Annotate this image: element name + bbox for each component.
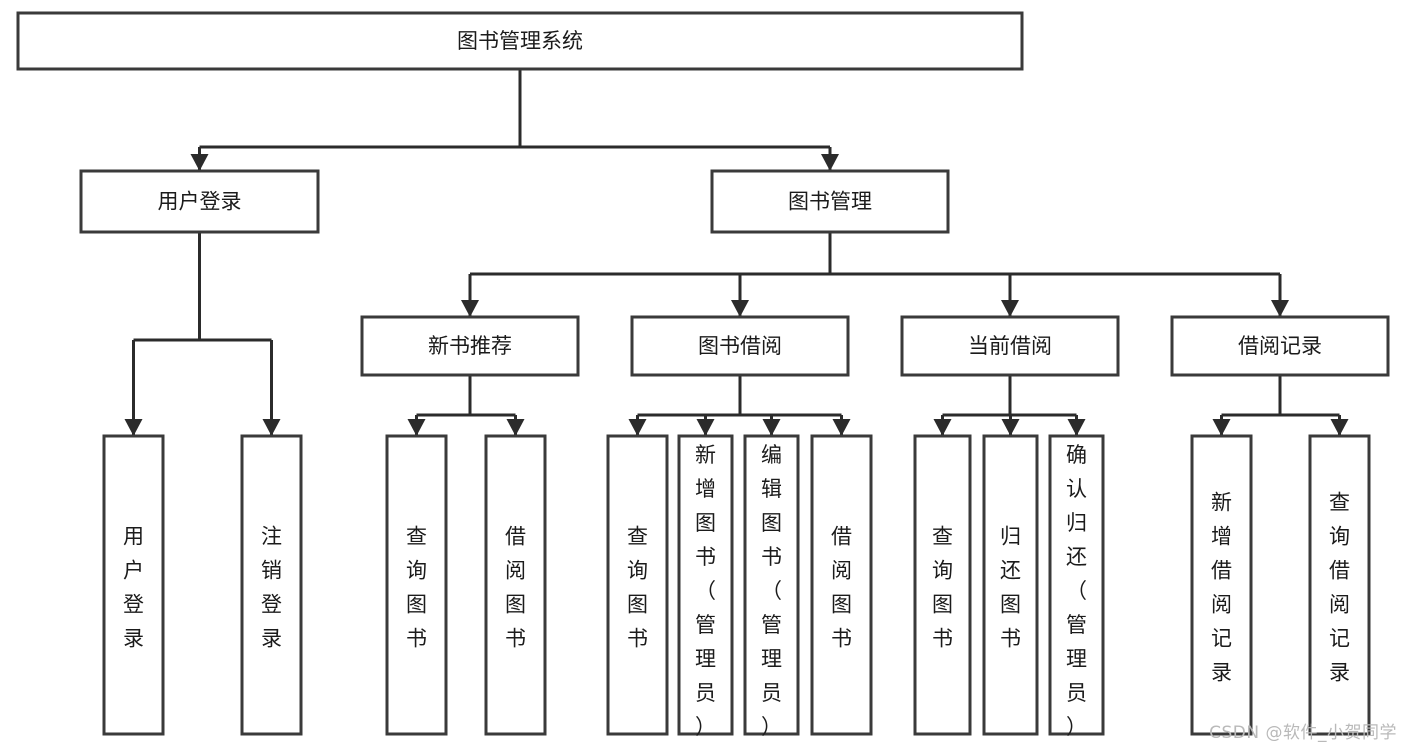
node-box-current-borrow [900, 315, 1120, 377]
node-label-new-book-recommend: 新书推荐 [428, 334, 512, 358]
node-label-leaf-rec-borrow-book: 借阅图书 [505, 525, 526, 651]
arrow-head-icon [1330, 419, 1349, 436]
arrow-head-icon [628, 419, 647, 436]
node-leaf-current-return-book[interactable]: 归还图书 [982, 434, 1039, 736]
node-leaf-borrow-edit-book[interactable]: 编辑图书（管理员） [743, 434, 800, 739]
arrow-head-icon [506, 419, 525, 436]
node-box-borrow-record [1170, 315, 1390, 377]
node-box-leaf-borrow-query-book [606, 434, 669, 736]
node-box-leaf-current-confirm-return [1048, 434, 1105, 736]
arrow-head-icon [190, 154, 209, 171]
node-label-user-login: 用户登录 [158, 190, 242, 214]
node-leaf-borrow-query-book[interactable]: 查询图书 [606, 434, 669, 736]
node-label-leaf-rec-query-book: 查询图书 [406, 525, 427, 651]
arrow-head-icon [461, 300, 479, 317]
node-box-leaf-record-add [1190, 434, 1253, 736]
node-label-book-borrow: 图书借阅 [698, 334, 782, 358]
node-label-leaf-current-query-book: 查询图书 [932, 525, 953, 651]
node-box-book-borrow [630, 315, 850, 377]
node-leaf-user-login[interactable]: 用户登录 [102, 434, 165, 736]
watermark-text: CSDN @软件_小贺同学 [1209, 723, 1397, 743]
arrow-head-icon [1067, 419, 1086, 436]
node-label-leaf-record-query: 查询借阅记录 [1329, 491, 1350, 685]
node-box-leaf-borrow-borrow-book [810, 434, 873, 736]
node-label-current-borrow: 当前借阅 [968, 334, 1052, 358]
node-book-borrow[interactable]: 图书借阅 [630, 315, 850, 377]
node-new-book-recommend[interactable]: 新书推荐 [360, 315, 580, 377]
connectors-layer [124, 69, 1349, 436]
arrow-head-icon [696, 419, 715, 436]
node-label-leaf-user-logout: 注销登录 [261, 525, 282, 651]
node-box-root [16, 11, 1024, 71]
arrow-head-icon [1271, 300, 1289, 317]
node-box-user-login [79, 169, 320, 234]
node-user-login[interactable]: 用户登录 [79, 169, 320, 234]
node-box-leaf-rec-borrow-book [484, 434, 547, 736]
node-root[interactable]: 图书管理系统 [16, 11, 1024, 71]
node-label-root: 图书管理系统 [457, 29, 583, 53]
arrow-head-icon [762, 419, 781, 436]
nodes-layer: 图书管理系统用户登录图书管理新书推荐图书借阅当前借阅借阅记录用户登录注销登录查询… [16, 11, 1390, 739]
node-box-leaf-borrow-add-book [677, 434, 734, 736]
arrow-head-icon [731, 300, 749, 317]
node-book-manage[interactable]: 图书管理 [710, 169, 950, 234]
node-box-leaf-user-logout [240, 434, 303, 736]
arrow-head-icon [821, 154, 839, 171]
node-leaf-borrow-borrow-book[interactable]: 借阅图书 [810, 434, 873, 736]
arrow-head-icon [262, 419, 281, 436]
node-label-leaf-user-login: 用户登录 [123, 525, 144, 651]
node-leaf-user-logout[interactable]: 注销登录 [240, 434, 303, 736]
node-box-leaf-current-query-book [913, 434, 972, 736]
node-label-borrow-record: 借阅记录 [1238, 334, 1322, 358]
node-leaf-rec-query-book[interactable]: 查询图书 [385, 434, 448, 736]
node-leaf-current-query-book[interactable]: 查询图书 [913, 434, 972, 736]
node-label-leaf-current-return-book: 归还图书 [1000, 525, 1021, 651]
arrow-head-icon [1001, 419, 1020, 436]
node-leaf-borrow-add-book[interactable]: 新增图书（管理员） [677, 434, 734, 739]
node-box-leaf-borrow-edit-book [743, 434, 800, 736]
node-label-book-manage: 图书管理 [788, 190, 872, 214]
node-label-leaf-current-confirm-return: 确认归还（管理员） [1066, 443, 1087, 739]
node-box-leaf-user-login [102, 434, 165, 736]
arrow-head-icon [933, 419, 952, 436]
node-leaf-record-query[interactable]: 查询借阅记录 [1308, 434, 1371, 736]
node-box-leaf-current-return-book [982, 434, 1039, 736]
node-label-leaf-borrow-query-book: 查询图书 [627, 525, 648, 651]
arrow-head-icon [124, 419, 143, 436]
node-leaf-current-confirm-return[interactable]: 确认归还（管理员） [1048, 434, 1105, 739]
node-box-book-manage [710, 169, 950, 234]
node-current-borrow[interactable]: 当前借阅 [900, 315, 1120, 377]
node-leaf-rec-borrow-book[interactable]: 借阅图书 [484, 434, 547, 736]
node-box-leaf-record-query [1308, 434, 1371, 736]
node-label-leaf-borrow-borrow-book: 借阅图书 [831, 525, 852, 651]
arrow-head-icon [1001, 300, 1019, 317]
node-box-leaf-rec-query-book [385, 434, 448, 736]
arrow-head-icon [832, 419, 851, 436]
node-label-leaf-record-add: 新增借阅记录 [1211, 491, 1232, 685]
arrow-head-icon [407, 419, 426, 436]
node-box-new-book-recommend [360, 315, 580, 377]
node-label-leaf-borrow-edit-book: 编辑图书（管理员） [761, 443, 782, 739]
node-leaf-record-add[interactable]: 新增借阅记录 [1190, 434, 1253, 736]
node-borrow-record[interactable]: 借阅记录 [1170, 315, 1390, 377]
arrow-head-icon [1212, 419, 1231, 436]
node-label-leaf-borrow-add-book: 新增图书（管理员） [695, 443, 716, 739]
